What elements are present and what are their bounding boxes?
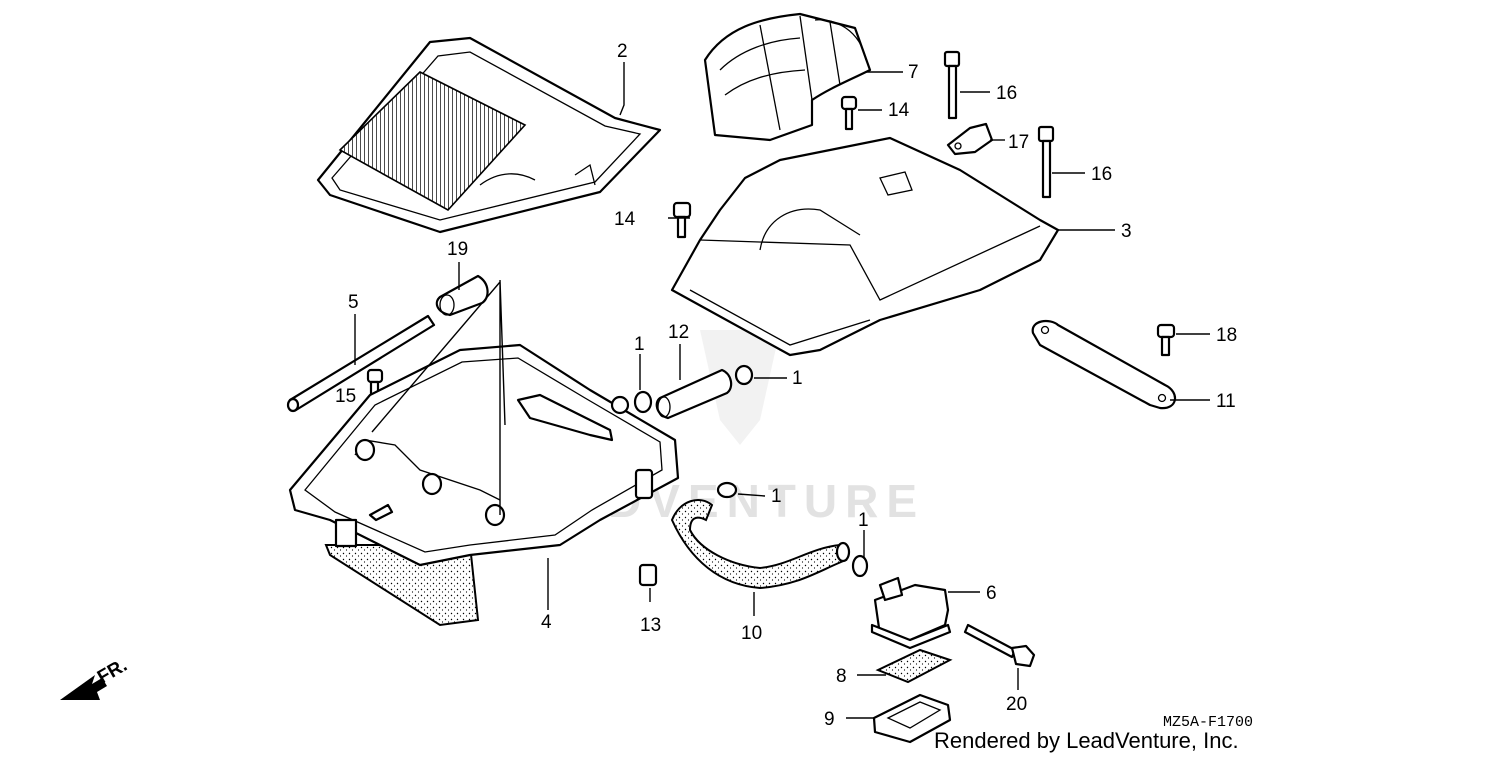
part-6-drain[interactable] xyxy=(870,576,952,650)
callout-6: 6 xyxy=(986,583,997,604)
part-5-tube[interactable] xyxy=(286,314,436,413)
credit-text: Rendered by LeadVenture, Inc. xyxy=(934,728,1239,753)
part-16-bolt-lower[interactable] xyxy=(1037,125,1055,199)
callout-14a: 14 xyxy=(888,100,910,121)
callout-20: 20 xyxy=(1006,694,1027,715)
callout-15: 15 xyxy=(335,386,356,407)
part-18-screw[interactable] xyxy=(1156,323,1176,357)
callout-2: 2 xyxy=(617,41,628,62)
part-12-hose[interactable] xyxy=(655,368,733,420)
diagram-code: MZ5A-F1700 xyxy=(1163,714,1253,731)
part-7-intake-duct[interactable] xyxy=(703,12,872,142)
part-9-cap[interactable] xyxy=(872,693,952,744)
callout-19: 19 xyxy=(447,239,468,260)
part-11-stay[interactable] xyxy=(1031,319,1176,410)
leader-lines xyxy=(354,62,1210,719)
callout-8: 8 xyxy=(836,666,847,687)
part-14-screw-upper[interactable] xyxy=(840,95,858,131)
callout-1b: 1 xyxy=(792,368,803,389)
callout-12: 12 xyxy=(668,322,689,343)
callout-1a: 1 xyxy=(634,334,645,355)
callout-16a: 16 xyxy=(996,83,1017,104)
part-1-clamp-d[interactable] xyxy=(851,554,869,578)
part-19-rubber[interactable] xyxy=(435,274,489,317)
part-1-clamp-b[interactable] xyxy=(734,364,754,386)
callout-11: 11 xyxy=(1216,391,1236,412)
part-1-clamp-c[interactable] xyxy=(716,481,738,499)
part-17-clip[interactable] xyxy=(946,122,994,156)
part-13-clip[interactable] xyxy=(638,563,658,587)
callout-17: 17 xyxy=(1008,132,1029,153)
callout-9: 9 xyxy=(824,709,835,730)
callout-13: 13 xyxy=(640,615,661,636)
part-8-pad[interactable] xyxy=(875,648,953,684)
callout-1d: 1 xyxy=(858,510,869,531)
callout-1c: 1 xyxy=(771,486,782,507)
part-14-screw-lower[interactable] xyxy=(672,201,692,239)
part-20-bolt[interactable] xyxy=(963,623,1036,668)
callout-18: 18 xyxy=(1216,325,1237,346)
callout-5: 5 xyxy=(348,292,359,313)
part-2-air-cleaner-cover[interactable] xyxy=(316,36,662,234)
part-3-air-cleaner-case[interactable] xyxy=(670,136,1060,357)
callout-14b: 14 xyxy=(614,209,636,230)
front-arrow: FR. xyxy=(60,655,131,700)
part-4-case-lower[interactable] xyxy=(288,343,680,627)
part-10-hose[interactable] xyxy=(670,499,851,590)
part-1-clamp-a[interactable] xyxy=(633,390,653,414)
callout-7: 7 xyxy=(908,62,919,83)
callouts: 2 7 16 14 17 16 14 3 19 5 12 1 1 18 15 1… xyxy=(335,41,1237,730)
callout-10: 10 xyxy=(741,623,762,644)
callout-16b: 16 xyxy=(1091,164,1112,185)
part-16-bolt-upper[interactable] xyxy=(943,50,961,120)
callout-4: 4 xyxy=(541,612,552,633)
callout-3: 3 xyxy=(1121,221,1132,242)
